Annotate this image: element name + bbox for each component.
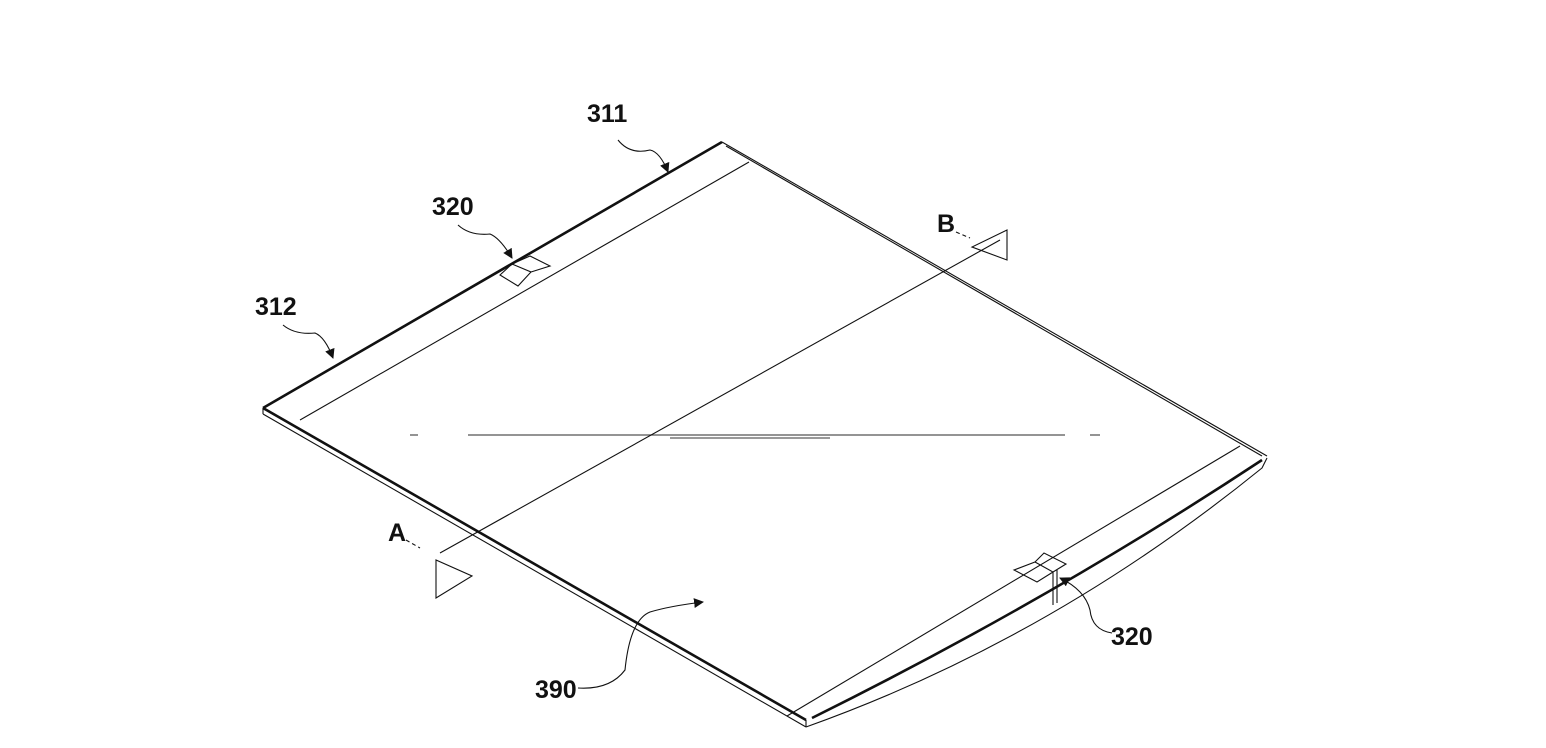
label-311: 311	[587, 100, 627, 128]
edge-bottom-right	[805, 457, 1268, 728]
label-320-top: 320	[432, 193, 474, 221]
section-line-a-b	[405, 229, 1008, 599]
edge-top-right	[721, 141, 1268, 457]
label-section-a: A	[388, 519, 406, 547]
edge-bottom-left	[262, 406, 807, 722]
label-390: 390	[535, 676, 577, 704]
label-section-b: B	[937, 210, 955, 238]
leaders	[282, 139, 1113, 689]
label-320-bottom: 320	[1111, 623, 1153, 651]
hinge-320-top	[499, 255, 552, 287]
edge-top-left	[262, 140, 723, 410]
hinge-320-bottom	[1012, 552, 1068, 605]
section-arrow-b-icon	[970, 229, 1008, 261]
strip-line-312	[299, 161, 750, 421]
section-arrow-a-icon	[435, 559, 474, 599]
panel-body	[262, 140, 1268, 728]
label-312: 312	[255, 293, 297, 321]
strip-line-bottom	[786, 445, 1241, 717]
